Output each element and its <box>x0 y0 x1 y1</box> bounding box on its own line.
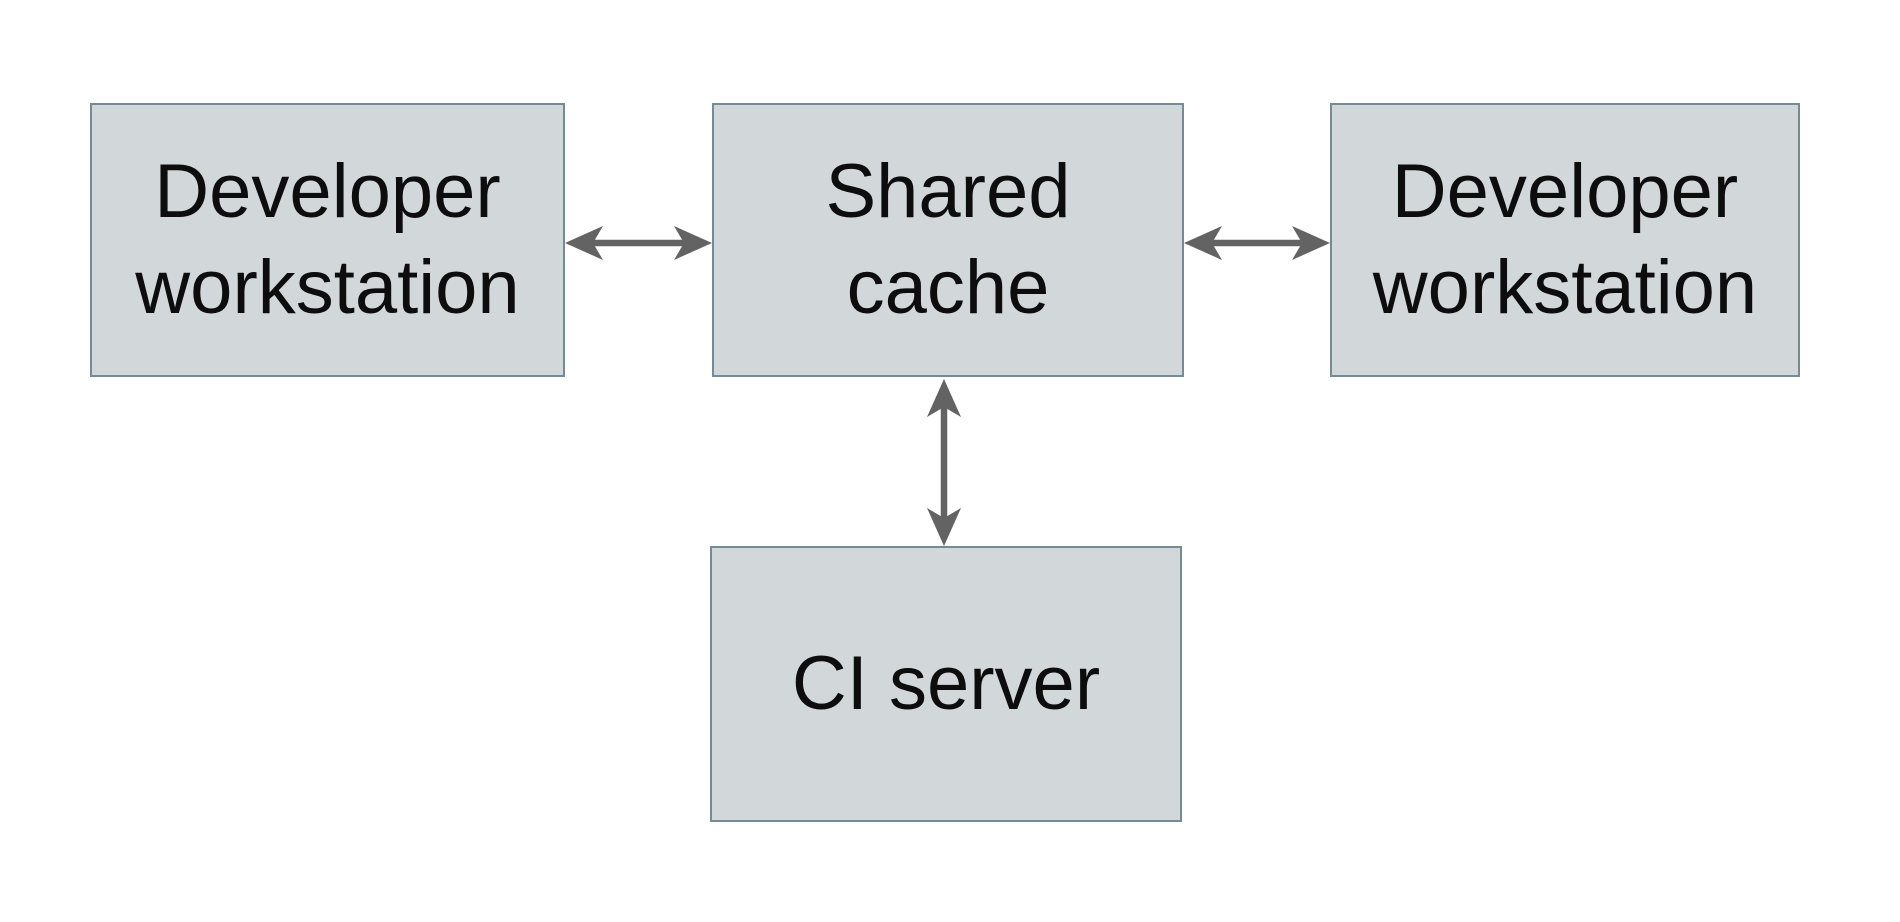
node-developer-workstation-right: Developer workstation <box>1330 103 1800 377</box>
double-arrow-icon-cache-ci-server <box>927 379 961 546</box>
double-arrow-icon-cache-right-workstation <box>1184 226 1330 260</box>
node-label-line: Shared <box>825 149 1071 235</box>
node-label-line: Developer <box>154 149 501 235</box>
node-developer-workstation-left: Developer workstation <box>90 103 565 377</box>
node-label-line: cache <box>846 245 1050 330</box>
node-ci-server-label: CI server <box>792 636 1100 732</box>
node-label-line: CI server <box>791 641 1101 727</box>
double-arrow-icon-left-workstation-cache <box>565 226 712 260</box>
node-label-line: Developer <box>1391 149 1739 235</box>
node-shared-cache: Shared cache <box>712 103 1184 377</box>
node-ci-server: CI server <box>710 546 1182 822</box>
node-developer-workstation-right-label: Developer workstation <box>1373 144 1757 336</box>
node-developer-workstation-left-label: Developer workstation <box>135 144 519 336</box>
node-label-line: workstation <box>1372 245 1758 330</box>
node-shared-cache-label: Shared cache <box>825 144 1070 336</box>
node-label-line: workstation <box>135 245 520 330</box>
